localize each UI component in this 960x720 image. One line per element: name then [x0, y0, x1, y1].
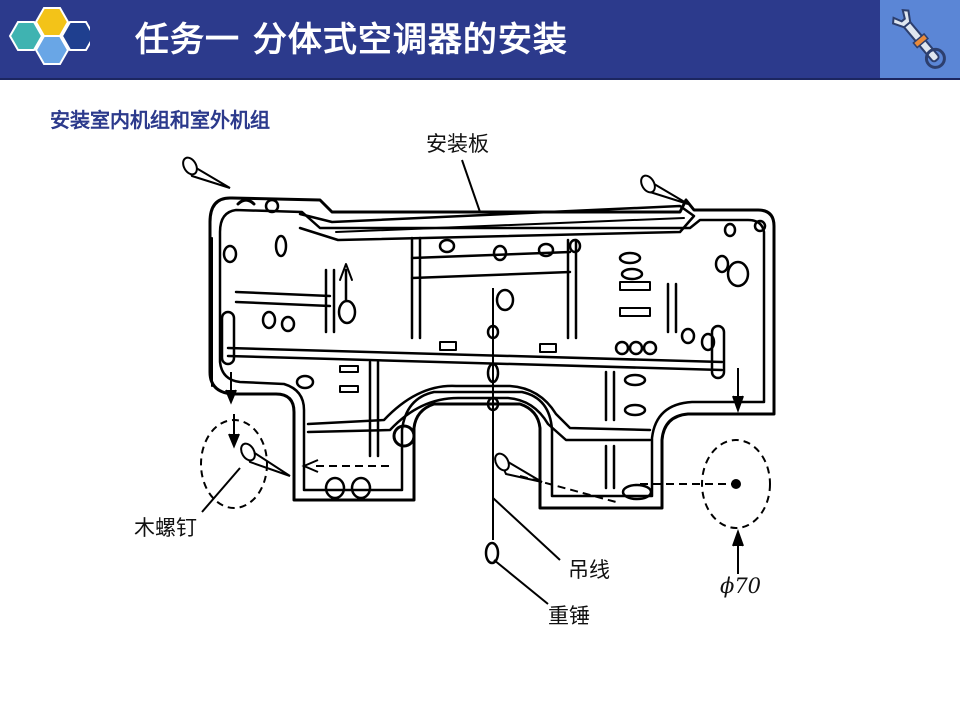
label-plumb-line: 吊线	[568, 558, 610, 582]
label-mounting-plate: 安装板	[426, 132, 489, 156]
label-weight: 重锤	[548, 604, 590, 628]
label-wood-screw: 木螺钉	[134, 516, 197, 540]
screw-icon	[240, 442, 291, 477]
screw-icon	[640, 174, 689, 205]
wrench-icon	[891, 8, 946, 69]
header-divider	[0, 78, 960, 80]
pipe-hole-circle	[701, 439, 771, 529]
plate-inner-border	[218, 208, 766, 498]
page-title: 任务一 分体式空调器的安装	[135, 20, 568, 60]
plumb-weight	[484, 541, 500, 565]
label-hole-diameter: ϕ70	[720, 574, 762, 598]
title-bar: 任务一 分体式空调器的安装	[0, 0, 960, 80]
hexagon-cluster-icon	[8, 7, 90, 65]
tool-icon-box	[880, 0, 960, 80]
middle-bar	[226, 346, 724, 364]
top-rail	[298, 204, 696, 242]
screw-icon	[494, 452, 543, 483]
section-subtitle: 安装室内机组和室外机组	[50, 108, 270, 132]
screw-icon	[182, 156, 231, 189]
